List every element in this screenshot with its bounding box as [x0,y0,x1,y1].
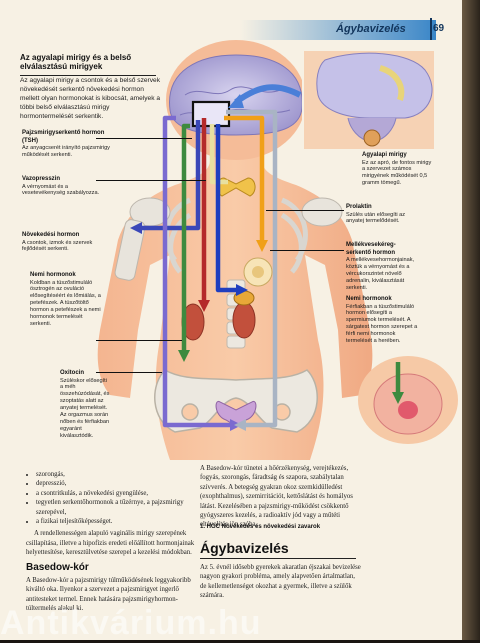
pituitary-inset [302,49,436,151]
label-growth-title: Növekedési hormon [22,232,80,238]
endocrine-illustration [97,40,458,460]
label-vasopressin-title: Vazopresszin [22,176,61,182]
shoulder-bones [114,197,343,281]
arrow-sex-right [226,109,278,428]
page-number: 69 [433,23,445,34]
label-sex-left-text: Koldban a tüszőstimuláló ösztrogén az ov… [30,279,101,328]
label-acth-text: A mellékvesehormonjainak, köztük a vérny… [346,257,415,291]
page-header-bar [0,20,436,40]
basedow-heading: Basedow-kór [26,562,89,573]
label-oxytocin-text: Szüléskor elősegíti a méh összehúzódását… [60,377,110,440]
arrow-tsh [209,124,228,185]
arrow-sex-left [181,123,190,350]
header-rule [430,18,432,40]
symptoms-list: szorongás, depresszió, a csontritkulás, … [26,470,196,526]
label-oxytocin: Oxitocin Szüléskor elősegíti a méh össze… [60,370,110,440]
treatment-paragraph: A rendellenességen alapuló vaginális mir… [26,530,195,556]
label-oxytocin-title: Oxitocin [60,370,85,376]
section-rule [20,75,156,76]
leader-acth [270,250,344,251]
section-intro: Az agyalapi mirigy a csontok és a belső … [20,77,160,120]
symptom-item: a fizikai teljesítőképességet. [36,517,196,526]
arrow-inset-link [234,84,302,105]
label-acth: Mellékveseké­reg-serkentő hormon A mellé… [346,242,418,292]
label-tsh-text: Az anyagcserét irányító pajzsmirigy műkö… [22,145,110,158]
leader-tsh [96,138,192,139]
label-sex-left: Nemi hormonok Koldban a tüszőstimuláló ö… [30,272,104,328]
cross-reference-caption: 1. HGC Növekedés és növekedési zavarok [200,524,321,530]
chapter-title: Ágybavizelés [336,23,406,35]
symptom-item: szorongás, [36,470,196,479]
label-tsh-title: Pajzsmirigyserkentő hormon (TSH) [22,130,105,144]
leader-vasopressin [96,180,206,181]
symptom-item: a csontritkulás, a növekedési gyengülése… [36,489,196,498]
symptom-item: tegyetlen serkentőhormonok a tűzérnye, a… [36,498,196,517]
leader-prolactin [266,210,344,211]
basedow-text: A Basedow-kór a pajzsmirigy túlműködésén… [26,577,191,613]
label-vasopressin-text: A vérnyomást és a vesetevékenység szabál… [22,183,100,197]
label-sex-left-title: Nemi hormonok [30,272,76,278]
arrowheads [130,94,404,431]
brain [169,54,303,136]
label-pituitary-title: Agyalapi mirigy [362,152,407,158]
mammary-gland [243,257,273,287]
label-growth-text: A csontok, izmok és szervek fejlődését s… [22,239,93,253]
arrow-growth [142,120,201,231]
symptoms-block: szorongás, depresszió, a csontritkulás, … [26,470,196,557]
label-pituitary-text: Ez az apró, de fontos mirigy a szervezet… [362,159,432,187]
leader-sex-left [96,340,182,341]
label-pituitary: Agyalapi mirigy Ez az apró, de fontos mi… [362,152,434,187]
bedwetting-text: Az 5. évnél idősebb gyerekek akaratlan é… [200,564,361,600]
symptom-item: depresszió, [36,479,196,488]
book-spine [462,0,480,640]
arrow-acth [215,124,236,293]
label-sex-right-text: Férfiakban a tüszőstimuláló hormon előse… [346,303,418,345]
label-prolactin: Prolaktin Szülés után elősegíti az anyat… [346,204,418,225]
bedwetting-heading: Ágybavizelés [200,540,289,556]
label-tsh: Pajzsmirigyserkentő hormon (TSH) Az anya… [22,130,118,159]
label-vasopressin: Vazopresszin A vérnyomást és a vesetevék… [22,176,104,197]
label-prolactin-title: Prolaktin [346,204,372,210]
label-acth-title: Mellékveseké­reg-serkentő hormon [346,242,396,256]
label-sex-right-title: Nemi hormonok [346,296,392,302]
bedwetting-rule [200,558,356,559]
basedow-continued: A Basedow-kór tünetei a hőérzékenység, v… [200,465,353,529]
arrow-oxytocin [162,115,230,428]
watermark: Antikvárium.hu [0,604,262,642]
hormone-arrows [142,84,401,428]
arrow-prolactin [224,115,265,240]
label-prolactin-text: Szülés után elősegíti az anyatej termelő… [346,211,406,225]
bladder-inset [358,356,458,444]
kidneys [181,301,256,341]
leader-oxytocin [96,372,162,373]
section-title: Az agyalapi mirigy és a belső elválasztá… [20,53,132,71]
label-growth: Növekedési hormon A csontok, izmok és sz… [22,232,104,253]
label-sex-right: Nemi hormonok Férfiakban a tüszőstimulál… [346,296,418,345]
book-page: Ágybavizelés 69 [0,0,462,640]
